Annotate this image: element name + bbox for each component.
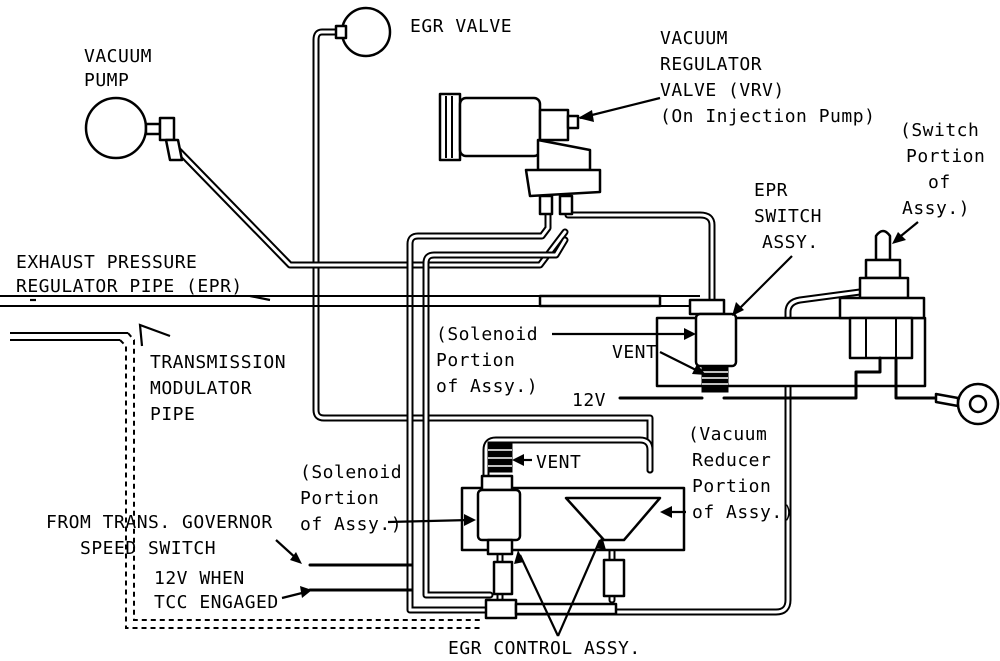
transmission-modulator-pipe <box>10 332 480 629</box>
vacuum-pump-label-1: VACUUM <box>84 46 152 67</box>
vacuum-hoses <box>174 28 864 616</box>
egr-valve <box>334 6 392 58</box>
epr-switch-label-2: SWITCH <box>754 206 822 227</box>
tcc-label-2: TCC ENGAGED <box>154 592 279 613</box>
ring-terminal <box>934 382 1000 426</box>
solenoid-lower-label-1: (Solenoid <box>300 462 402 483</box>
tcc-label-1: 12V WHEN <box>154 568 245 589</box>
vacuum-pump <box>84 96 184 162</box>
vrv-label-3: VALVE (VRV) <box>660 80 785 101</box>
switch-portion-label-2: Portion <box>906 146 985 167</box>
egr-control-connectors <box>484 598 618 620</box>
egr-control-label: EGR CONTROL ASSY. <box>448 638 641 659</box>
switch-portion-label-1: (Switch <box>900 120 979 141</box>
twelve-v-upper-label: 12V <box>572 390 606 411</box>
trans-modulator-label-2: MODULATOR <box>150 378 252 399</box>
egr-valve-label: EGR VALVE <box>410 16 512 37</box>
switch-portion-label-3: of <box>928 172 951 193</box>
epr-pipe <box>0 294 700 308</box>
solenoid-lower-label-3: of Assy.) <box>300 514 402 535</box>
governor-label-1: FROM TRANS. GOVERNOR <box>46 512 273 533</box>
leader-lines <box>30 96 919 637</box>
vacuum-reducer-label-4: of Assy.) <box>692 502 794 523</box>
epr-solenoid <box>688 298 738 393</box>
vacuum-pump-label-2: PUMP <box>84 70 129 91</box>
epr-pipe-label-2: REGULATOR PIPE (EPR) <box>16 276 243 297</box>
vacuum-reducer <box>564 496 662 598</box>
trans-modulator-label-3: PIPE <box>150 404 195 425</box>
switch-portion-label-4: Assy.) <box>902 198 970 219</box>
solenoid-upper-label-3: of Assy.) <box>436 376 538 397</box>
solenoid-upper-label-1: (Solenoid <box>436 324 538 345</box>
vacuum-reducer-label-3: Portion <box>692 476 771 497</box>
vacuum-reducer-label-2: Reducer <box>692 450 771 471</box>
vacuum-regulator-valve <box>438 92 602 216</box>
vent-upper-label: VENT <box>612 342 657 363</box>
lower-solenoid <box>476 441 522 596</box>
solenoid-lower-label-2: Portion <box>300 488 379 509</box>
epr-switch-label-1: EPR <box>754 180 788 201</box>
epr-pipe-label-1: EXHAUST PRESSURE <box>16 252 197 273</box>
vrv-label-1: VACUUM <box>660 28 728 49</box>
solenoid-upper-label-2: Portion <box>436 350 515 371</box>
vent-lower-label: VENT <box>536 452 581 473</box>
epr-switch-label-3: ASSY. <box>762 232 819 253</box>
labels: VACUUM PUMP EGR VALVE VACUUM REGULATOR V… <box>16 16 985 659</box>
switch-portion <box>838 229 926 360</box>
vrv-label-2: REGULATOR <box>660 54 762 75</box>
electrical-wires <box>308 356 942 592</box>
trans-modulator-label-1: TRANSMISSION <box>150 352 286 373</box>
governor-label-2: SPEED SWITCH <box>80 538 216 559</box>
vrv-label-4: (On Injection Pump) <box>660 106 875 127</box>
vacuum-reducer-label-1: (Vacuum <box>688 424 767 445</box>
